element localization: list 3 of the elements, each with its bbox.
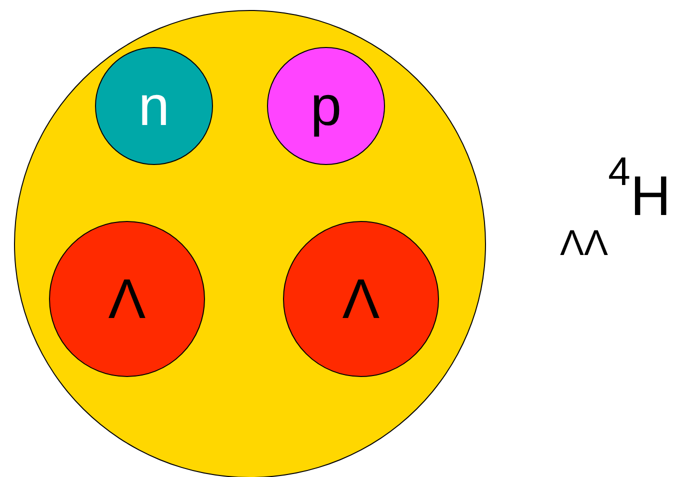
particle-symbol: n bbox=[138, 78, 170, 134]
particle-symbol: Λ bbox=[108, 271, 146, 327]
particle-symbol: Λ bbox=[342, 271, 380, 327]
